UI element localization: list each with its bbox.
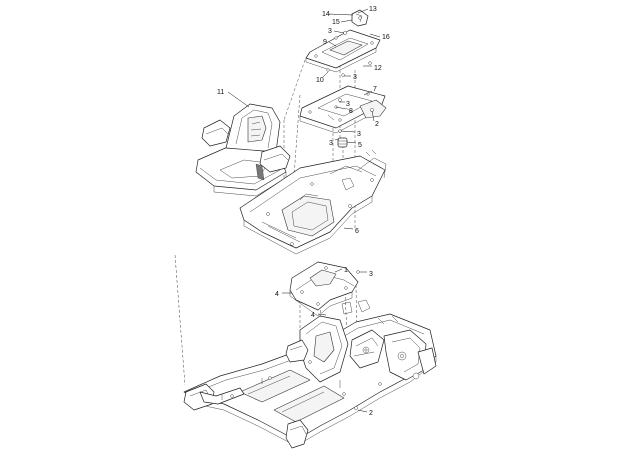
callout-3-cover: 3 xyxy=(356,270,373,278)
lower-chassis-frame xyxy=(183,299,437,449)
callout-label: 12 xyxy=(374,65,382,72)
callout-label: 5 xyxy=(358,142,362,149)
callout-label: 16 xyxy=(382,34,390,41)
callout-15: 15 xyxy=(332,19,353,26)
callout-label: 8 xyxy=(349,108,353,115)
callout-3-mid: 3 xyxy=(339,101,350,108)
part-seat-11 xyxy=(195,103,291,197)
callout-label: 2 xyxy=(375,121,379,128)
callout-11: 11 xyxy=(217,89,250,108)
callout-label: 3 xyxy=(357,131,361,138)
callout-label: 1 xyxy=(344,267,348,274)
callout-label: 3 xyxy=(369,271,373,278)
callout-label: 3 xyxy=(329,140,333,147)
hardware-mid xyxy=(334,98,348,148)
callout-3-lower-right: 3 xyxy=(340,130,361,138)
part-mid-plate-7 xyxy=(299,85,387,134)
callout-2-upper: 2 xyxy=(371,110,379,128)
callout-label: 2 xyxy=(369,410,373,417)
callout-13: 13 xyxy=(357,6,377,14)
callout-label: 3 xyxy=(353,74,357,81)
callout-3-top: 3 xyxy=(328,28,345,35)
part-top-plate-9 xyxy=(305,29,381,73)
callout-8: 8 xyxy=(335,106,353,115)
callout-label: 15 xyxy=(332,19,340,26)
hardware-top xyxy=(326,31,372,77)
callout-label: 3 xyxy=(328,28,332,35)
part-cover-plate-1 xyxy=(289,261,359,317)
callout-14: 14 xyxy=(322,11,354,18)
callout-label: 14 xyxy=(322,11,330,18)
callout-6: 6 xyxy=(343,227,359,235)
callout-5: 5 xyxy=(346,141,362,149)
callout-label: 6 xyxy=(355,228,359,235)
callout-16: 16 xyxy=(369,33,390,41)
callout-9: 9 xyxy=(323,39,337,47)
callout-label: 3 xyxy=(346,101,350,108)
callout-3-lower-left: 3 xyxy=(329,138,340,147)
callout-4-upper: 4 xyxy=(275,291,292,298)
callout-12: 12 xyxy=(363,65,382,72)
callout-10: 10 xyxy=(316,71,329,84)
callout-4-lower: 4 xyxy=(311,312,327,319)
callout-label: 9 xyxy=(323,39,327,46)
callout-label: 11 xyxy=(217,89,224,96)
upper-seat-frame xyxy=(239,149,387,255)
callout-7: 7 xyxy=(363,86,377,96)
callouts: 13 14 15 3 16 9 12 10 xyxy=(217,6,390,417)
callout-3-upper: 3 xyxy=(344,74,357,81)
callout-label: 4 xyxy=(311,312,315,319)
callout-1: 1 xyxy=(334,267,348,274)
part-bracket-13 xyxy=(351,9,369,27)
callout-label: 13 xyxy=(369,6,377,13)
callout-label: 10 xyxy=(316,77,324,84)
callout-2-lower: 2 xyxy=(357,409,373,417)
callout-label: 4 xyxy=(275,291,279,298)
callout-label: 7 xyxy=(373,86,377,93)
